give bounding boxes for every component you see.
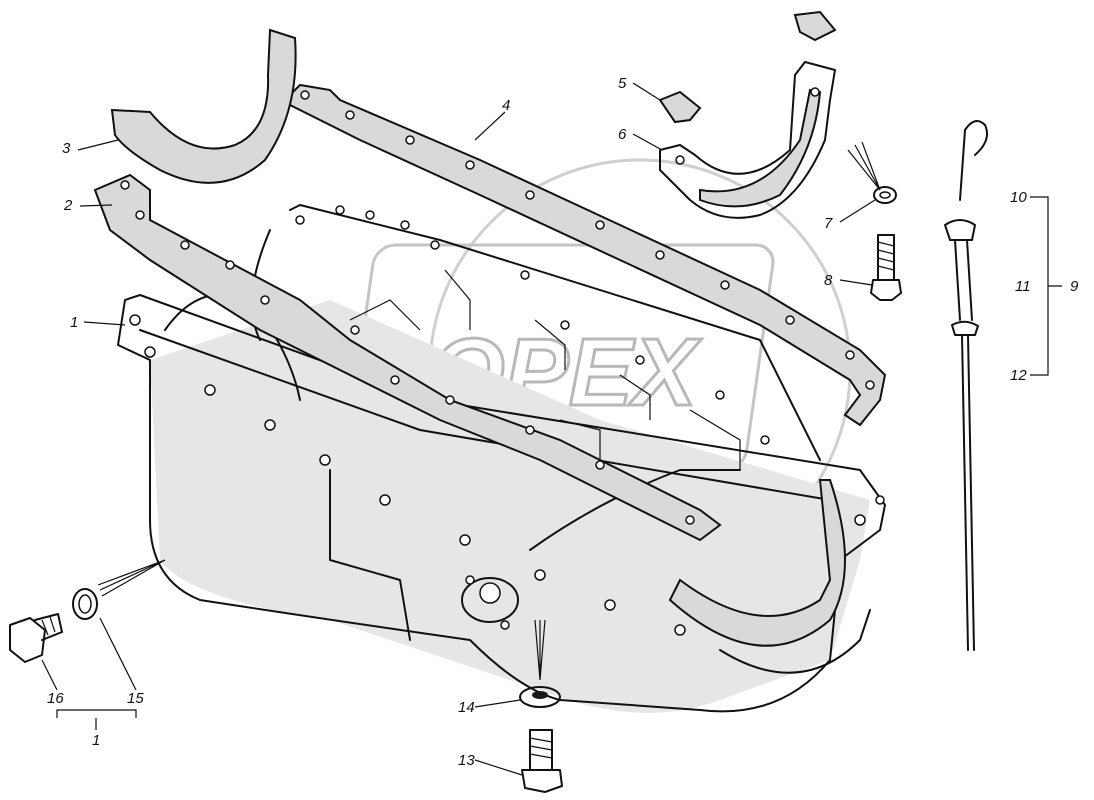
gasket-left [93, 173, 722, 542]
front-seal [110, 28, 297, 184]
seal-cap [659, 61, 836, 219]
callout-15: 15 [127, 690, 144, 707]
gasket-right [289, 83, 887, 427]
drain-plug [9, 559, 166, 663]
rear-seal-strip [668, 479, 871, 674]
callout-2: 2 [63, 197, 73, 214]
bolt-assembly [847, 141, 902, 301]
callout-14: 14 [458, 699, 475, 716]
callout-1: 1 [70, 314, 78, 331]
callout-16: 16 [47, 690, 64, 707]
callout-13: 13 [458, 752, 475, 769]
dipstick [944, 120, 988, 651]
callout-8: 8 [824, 272, 833, 289]
callout-12: 12 [1010, 367, 1027, 384]
leader-lines [41, 82, 1062, 776]
callout-9: 9 [1070, 278, 1079, 295]
callout-1-bottom: 1 [92, 732, 100, 749]
callout-4: 4 [502, 97, 510, 114]
callout-7: 7 [824, 215, 833, 232]
callout-5: 5 [618, 75, 627, 92]
pad-5 [658, 10, 837, 124]
pan-bolt [519, 619, 563, 793]
callout-3: 3 [62, 140, 71, 157]
callout-11: 11 [1015, 278, 1031, 295]
callout-6: 6 [618, 126, 627, 143]
callout-10: 10 [1010, 189, 1027, 206]
callout-labels: 1 2 3 4 5 6 7 8 9 10 11 12 13 14 15 16 1 [47, 75, 1079, 769]
